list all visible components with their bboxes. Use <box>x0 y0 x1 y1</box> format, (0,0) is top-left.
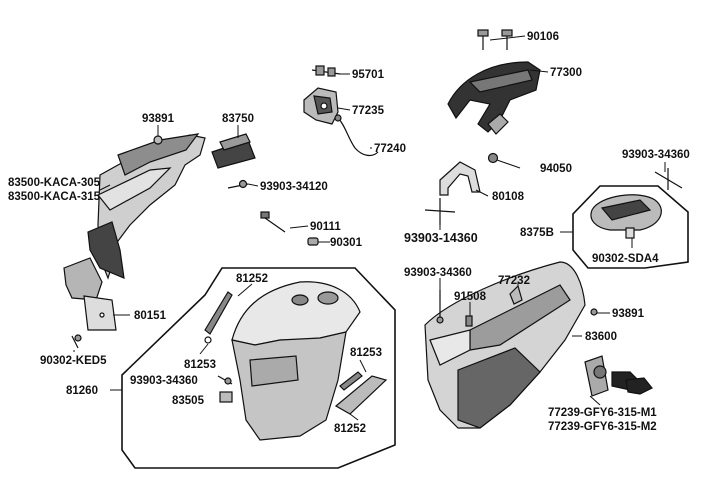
label-93903-34360-top-right: 93903-34360 <box>622 149 690 161</box>
lock-8375b-part <box>590 194 662 239</box>
label-90301: 90301 <box>330 237 363 249</box>
label-81252-bottom: 81252 <box>334 423 366 435</box>
grab-rail-77300-part <box>447 61 541 135</box>
clip-80151-part <box>83 295 117 331</box>
label-77239-gfy6-315-m2: 77239-GFY6-315-M2 <box>548 421 657 433</box>
label-83500-kaca-315: 83500-KACA-315 <box>8 191 101 203</box>
screw-91508-part <box>465 315 473 327</box>
bolts-90106-part <box>477 29 513 50</box>
label-80108: 80108 <box>492 191 525 203</box>
bolt-95701-part <box>311 65 341 77</box>
bolt-93903-34360-tr-part <box>654 168 683 190</box>
label-90106: 90106 <box>527 31 559 43</box>
label-77239-gfy6-315-m1: 77239-GFY6-315-M1 <box>548 407 657 419</box>
screw-93903-34360-mid-part <box>436 290 444 324</box>
label-90302-sda4: 90302-SDA4 <box>592 253 659 265</box>
hinge-83505-part <box>219 391 233 403</box>
label-90111: 90111 <box>310 221 341 233</box>
bolt-93903-34120-part <box>227 179 249 189</box>
label-8375b: 8375B <box>520 227 554 239</box>
label-83600: 83600 <box>585 331 617 343</box>
key-set-77239-part <box>584 355 653 397</box>
bolt-93903-14360-part <box>424 198 456 225</box>
label-83505: 83505 <box>172 395 205 407</box>
label-91508: 91508 <box>454 291 487 303</box>
label-94050: 94050 <box>540 163 572 175</box>
label-93903-34360-box: 93903-34360 <box>130 375 198 387</box>
label-90302-ked5: 90302-KED5 <box>40 355 107 367</box>
small-cover-part <box>211 133 256 169</box>
bolt-90111-part <box>260 211 286 233</box>
screw-93903-34360-box-part <box>217 375 233 385</box>
leader-lines <box>73 35 666 421</box>
lock-group-frame <box>572 185 689 269</box>
bracket-80108-part <box>439 161 481 196</box>
label-93903-14360: 93903-14360 <box>404 231 478 245</box>
clip-77232-part <box>509 284 523 305</box>
label-95701: 95701 <box>352 69 385 81</box>
label-77235: 77235 <box>352 105 385 117</box>
label-77240: 77240 <box>374 143 406 155</box>
screw-90302-ked5-part <box>71 334 82 349</box>
latch-77235-part <box>303 87 339 125</box>
strap-81252-bottom-part <box>334 371 388 415</box>
part-labels: 90106 95701 77300 77235 93891 83750 7724… <box>8 31 690 435</box>
label-93903-34360-mid: 93903-34360 <box>404 267 472 279</box>
label-83500-kaca-305: 83500-KACA-305 <box>8 177 101 189</box>
label-81252-top: 81252 <box>236 273 268 285</box>
helmet-box-81260-part <box>231 281 361 441</box>
side-cover-right-part <box>424 261 586 429</box>
cable-77240-part <box>334 114 379 157</box>
label-81253-left: 81253 <box>184 359 216 371</box>
screw-93891-top-part <box>153 126 163 145</box>
nut-90301-part <box>307 237 319 246</box>
label-93891-top: 93891 <box>142 113 175 125</box>
label-93891-right: 93891 <box>612 308 645 320</box>
label-83750: 83750 <box>222 113 254 125</box>
screw-93891-right-part <box>590 308 610 316</box>
strap-81252-top-part <box>204 291 233 344</box>
washer-94050-part <box>487 152 521 169</box>
label-81253-right: 81253 <box>350 347 382 359</box>
side-cover-left-part <box>63 133 206 301</box>
helmet-box-group-frame <box>121 267 396 469</box>
label-93903-34120: 93903-34120 <box>260 181 328 193</box>
label-80151: 80151 <box>134 310 167 322</box>
label-81260: 81260 <box>66 385 98 397</box>
label-77232: 77232 <box>498 275 530 287</box>
label-77300: 77300 <box>550 67 582 79</box>
